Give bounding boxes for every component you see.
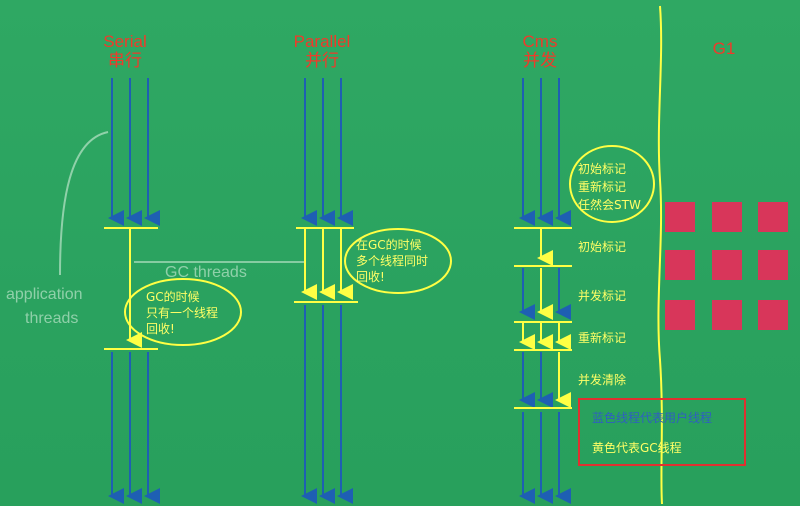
parallel-name: Parallel (293, 32, 351, 51)
application-threads-pointer (59, 131, 109, 276)
serial-note-line-1: GC的时候 (146, 290, 200, 304)
serial-name: Serial (103, 32, 147, 51)
g1-region (712, 202, 742, 232)
g1-region (665, 250, 695, 280)
g1-divider (657, 5, 663, 505)
parallel-note-line-3: 回收! (356, 270, 385, 284)
cms-title: Cms 并发 (510, 32, 570, 70)
cms-app-threads-bottom (519, 412, 571, 504)
cms-remark-threads (519, 322, 571, 350)
cms-stw-note-line-3: 任然会STW (578, 198, 641, 212)
cms-stw-note-line-1: 初始标记 (578, 162, 627, 176)
legend-box: 蓝色线程代表用户线程 黄色代表GC线程 (578, 398, 746, 466)
parallel-gc-threads (301, 228, 353, 300)
cms-phase-initial-mark: 初始标记 (578, 240, 627, 254)
cms-name: Cms (522, 32, 558, 51)
cms-phase-remark: 重新标记 (578, 331, 627, 345)
g1-region (712, 250, 742, 280)
application-threads-label-2: threads (25, 310, 79, 327)
parallel-title: Parallel 并行 (284, 32, 360, 70)
cms-app-threads-top (519, 78, 571, 226)
serial-note-bubble (124, 278, 242, 346)
serial-app-threads-bottom (108, 352, 160, 504)
application-threads-label-1: application (6, 286, 83, 303)
cms-cn: 并发 (523, 51, 557, 70)
serial-note-line-3: 回收! (146, 322, 175, 336)
cms-phase-concurrent-sweep: 并发清除 (578, 373, 627, 387)
cms-stw-note-line-2: 重新标记 (578, 180, 627, 194)
serial-app-threads-top (108, 78, 160, 226)
legend-user-thread: 蓝色线程代表用户线程 (592, 411, 713, 425)
g1-region (665, 300, 695, 330)
serial-note-line-2: 只有一个线程 (146, 306, 219, 320)
parallel-cn: 并行 (305, 51, 339, 70)
parallel-note-line-1: 在GC的时候 (356, 238, 422, 252)
gc-threads-label: GC threads (165, 264, 247, 281)
parallel-app-threads-bottom (301, 305, 353, 504)
g1-region (665, 202, 695, 232)
g1-region (758, 202, 788, 232)
parallel-note-line-2: 多个线程同时 (356, 254, 429, 268)
parallel-app-threads-top (301, 78, 353, 226)
serial-title: Serial 串行 (95, 32, 155, 70)
cms-concurrent-sweep-threads (519, 352, 571, 408)
legend-gc-thread: 黄色代表GC线程 (592, 441, 682, 455)
cms-stw-note-bubble (569, 145, 655, 223)
serial-cn: 串行 (108, 51, 142, 70)
cms-concurrent-mark-threads (519, 268, 571, 320)
g1-region (712, 300, 742, 330)
g1-region (758, 300, 788, 330)
g1-title: G1 (712, 39, 736, 58)
g1-region (758, 250, 788, 280)
cms-phase-concurrent-mark: 并发标记 (578, 289, 627, 303)
parallel-note-bubble (344, 228, 452, 294)
